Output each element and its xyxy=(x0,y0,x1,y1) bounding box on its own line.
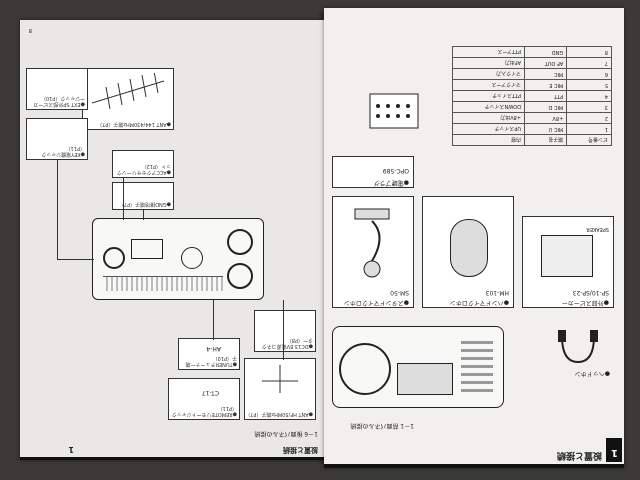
table-cell: PTTスイッチ xyxy=(452,90,525,102)
table-header-row: ピン番号端子名内容 xyxy=(452,134,612,146)
table-cell: マイクアース xyxy=(452,79,525,91)
right-section-number: 1 xyxy=(611,447,618,458)
stand-mic-icon xyxy=(354,208,390,278)
table-cell: 8 xyxy=(566,46,612,58)
table-cell: PTT xyxy=(524,90,567,102)
key-box: ●KEY電鍵ジャック（P11） xyxy=(26,118,88,160)
acc-box: ●ACCアクセサリーソケット（P12） xyxy=(112,150,174,178)
fan-icon xyxy=(103,247,125,269)
model-ct17: CT-17 xyxy=(201,389,219,396)
table-cell: GND xyxy=(524,46,567,58)
label-key-plug: ●電鍵プラグ xyxy=(373,179,409,186)
table-cell: 2 xyxy=(566,112,612,124)
hand-mic-box: ●ハンドマイクロホン HM-103 xyxy=(422,196,514,308)
table-cell: 7 xyxy=(566,57,612,69)
table-cell: 1 xyxy=(566,123,612,135)
dc-box: ●DC13.8V電源コネクター（P8） xyxy=(254,310,316,352)
label-dc: ●DC13.8V電源コネクター（P8） xyxy=(261,337,313,349)
right-page: 設置と接続 1 1－1 前面パネルの接続 ●ヘッドホン ●外部スピーカー SP-… xyxy=(324,8,624,468)
label-ext-sp: ●EXT SP外部スピーカージャック（P10） xyxy=(33,95,85,107)
dipole-antenna-icon xyxy=(262,365,298,393)
tuner-box: ●TUNERチューナー端子（P10） AH-4 xyxy=(178,338,240,370)
stand-mic-box: ●スタンドマイクロホン SM-50 xyxy=(332,196,414,308)
speaker-icon xyxy=(541,235,593,277)
label-ant-hf: ●ANT HF/50MHz端子（P7） xyxy=(245,411,313,417)
yagi-antenna-icon xyxy=(91,73,165,110)
left-section-number: 1 xyxy=(68,445,74,454)
ant-connector-icon xyxy=(227,229,253,255)
left-sub-heading: 1－6 後面パネルの接続 xyxy=(254,430,318,437)
key-plug-box: ●電鍵プラグ OPC-589 xyxy=(332,156,414,188)
table-cell: MIC E xyxy=(524,79,567,91)
label-speaker-jack: SPEAKER xyxy=(586,226,609,232)
model-sm50: SM-50 xyxy=(390,289,409,296)
front-panel-illustration xyxy=(332,326,504,408)
dc-connector-icon xyxy=(131,239,163,259)
button-array xyxy=(461,341,493,397)
table-cell: 5 xyxy=(566,79,612,91)
table-cell: MIC U xyxy=(524,123,567,135)
table-cell: PTTアース xyxy=(452,46,525,58)
table-row: 2+8V+8V出力 xyxy=(452,112,612,124)
left-section-heading: 設置と接続 xyxy=(283,446,318,454)
table-cell: UPスイッチ xyxy=(452,123,525,135)
label-ant-vhf: ●ANT 144/430MHz端子（P7） xyxy=(97,121,171,127)
label-hand-mic: ●ハンドマイクロホン xyxy=(449,299,509,306)
table-cell: 3 xyxy=(566,101,612,113)
table-cell: AF OUT xyxy=(524,57,567,69)
ant-connector-icon xyxy=(227,263,253,289)
label-tuner: ●TUNERチューナー端子（P10） xyxy=(185,355,237,367)
left-page-number: 8 xyxy=(28,27,32,33)
ant-vhf-box: ●ANT 144/430MHz端子（P7） xyxy=(82,68,174,130)
main-dial-icon xyxy=(339,343,391,395)
table-cell: マイク入力 xyxy=(452,68,525,80)
table-cell: 6 xyxy=(566,68,612,80)
model-hm103: HM-103 xyxy=(485,289,509,296)
model-ah4: AH-4 xyxy=(206,345,221,352)
table-cell: ピン番号 xyxy=(566,134,612,146)
hand-mic-icon xyxy=(450,219,488,277)
ant-hf-box: ●ANT HF/50MHz端子（P7） xyxy=(244,358,316,420)
label-remote: ●REMOTEリモートジャック（P11） xyxy=(171,405,237,417)
table-cell: 端子名 xyxy=(524,134,567,146)
right-sub-heading: 1－1 前面パネルの接続 xyxy=(350,422,414,429)
acc-socket-icon xyxy=(181,247,203,269)
gnd-box: ●GND接地端子（P7） xyxy=(112,182,174,210)
table-cell: DOWNスイッチ xyxy=(452,101,525,113)
remote-box: ●REMOTEリモートジャック（P11） CT-17 xyxy=(168,378,240,420)
left-page: 設置と接続 1 1－6 後面パネルの接続 8 ●ANT HF/50MHz端子（P… xyxy=(20,20,324,460)
display-screen xyxy=(397,363,453,395)
table-cell: MIC xyxy=(524,68,567,80)
mic-connector-diagram xyxy=(369,93,419,129)
label-stand-mic: ●スタンドマイクロホン xyxy=(343,299,409,306)
label-key: ●KEY電鍵ジャック（P11） xyxy=(41,145,85,157)
model-opc589: OPC-589 xyxy=(382,167,409,174)
headphone-icon xyxy=(558,330,598,364)
table-cell: MIC D xyxy=(524,101,567,113)
rear-panel-illustration xyxy=(92,218,264,300)
right-section-heading: 設置と接続 xyxy=(556,450,602,460)
table-cell: 内容 xyxy=(452,134,525,146)
ext-sp-box: ●EXT SP外部スピーカージャック（P10） xyxy=(26,68,88,110)
table-cell: +8V出力 xyxy=(452,112,525,124)
label-acc: ●ACCアクセサリーソケット（P12） xyxy=(116,163,171,175)
label-ext-speaker: ●外部スピーカー xyxy=(561,299,609,306)
table-cell: +8V xyxy=(524,112,567,124)
model-sp: SP-10/SP-23 xyxy=(572,289,609,296)
table-cell: 4 xyxy=(566,90,612,102)
label-headphone: ●ヘッドホン xyxy=(574,370,610,377)
ext-speaker-box: ●外部スピーカー SP-10/SP-23 SPEAKER xyxy=(522,216,614,308)
heatsink-icon xyxy=(103,276,223,291)
headphone-area: ●ヘッドホン xyxy=(544,318,614,378)
table-cell: AF出力 xyxy=(452,57,525,69)
